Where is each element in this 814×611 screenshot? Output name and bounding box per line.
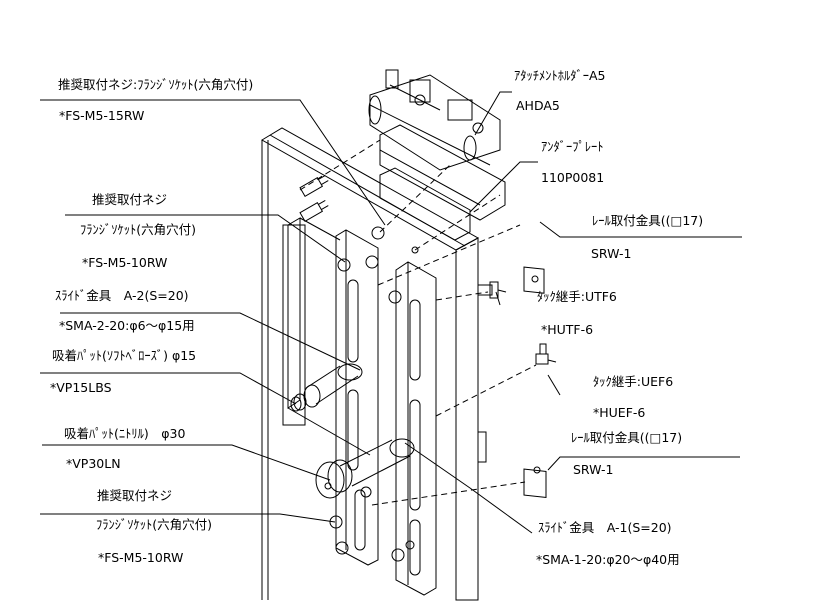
under-plate [379,124,506,241]
mount-screws-bottom [329,486,415,562]
fitting-uef6 [535,343,557,365]
callout-label-screw-15: 推奨取付ネジ:ﾌﾗﾝｼﾞｿｹｯﾄ(六角穴付) [58,77,254,92]
back-plate [261,127,487,601]
callout-label-slide-a2: ｽﾗｲﾄﾞ金具 A-2(S=20) [55,288,189,303]
callout-code-fitting-utf6: *HUTF-6 [541,322,594,337]
mount-screws-top [299,174,419,304]
rail-bracket-lower [523,466,547,498]
suction-pad-15 [290,363,363,412]
callout-label2-screw-10-bottom: ﾌﾗﾝｼﾞｿｹｯﾄ(六角穴付) [96,517,213,532]
fitting-utf6 [477,281,507,299]
callout-label-fitting-uef6: ﾀｯｸ継手:UEF6 [593,374,674,389]
attachment-holder [368,69,501,171]
callout-label-screw-10-top: 推奨取付ネジ [92,192,168,207]
rail-bracket-upper [523,266,545,294]
callout-label-rail-bracket-upper: ﾚｰﾙ取付金具((□17) [592,213,704,228]
leader-lines [40,91,742,534]
callout-code-pad-30: *VP30LN [66,456,121,471]
callout-code-under-plate: 110P0081 [541,170,605,185]
callout-code-slide-a1: *SMA-1-20:φ20～φ40用 [536,552,680,567]
slide-rail-right [395,261,437,596]
assembly-dashed-lines [299,139,537,506]
callout-label-pad-15: 吸着ﾊﾟｯﾄ(ｿﾌﾄﾍﾞﾛｰｽﾞ) φ15 [52,348,197,363]
callout-label-pad-30: 吸着ﾊﾟｯﾄ(ﾆﾄﾘﾙ) φ30 [64,426,186,441]
callout-code-pad-15: *VP15LBS [50,380,112,395]
suction-pad-30 [315,438,415,499]
callout-code-screw-15: *FS-M5-15RW [59,108,145,123]
callout-code-fitting-uef6: *HUEF-6 [593,405,646,420]
callout-label-attachment-holder: ｱﾀｯﾁﾒﾝﾄﾎﾙﾀﾞｰA5 [514,68,606,83]
callout-label-screw-10-bottom: 推奨取付ネジ [97,488,173,503]
callout-label2-screw-10-top: ﾌﾗﾝｼﾞｿｹｯﾄ(六角穴付) [80,222,197,237]
callout-code-rail-bracket-upper: SRW-1 [591,246,632,261]
callout-code-screw-10-bottom: *FS-M5-10RW [98,550,184,565]
slide-rail-left [335,229,379,566]
callout-code-slide-a2: *SMA-2-20:φ6～φ15用 [59,318,195,333]
callout-label-under-plate: ｱﾝﾀﾞｰﾌﾟﾚｰﾄ [541,139,604,154]
callout-code-rail-bracket-lower: SRW-1 [573,462,614,477]
callout-label-rail-bracket-lower: ﾚｰﾙ取付金具((□17) [571,430,683,445]
callout-code-attachment-holder: AHDA5 [516,98,560,113]
callout-label-slide-a1: ｽﾗｲﾄﾞ金具 A-1(S=20) [538,520,672,535]
callout-code-screw-10-top: *FS-M5-10RW [82,255,168,270]
callout-label-fitting-utf6: ﾀｯｸ継手:UTF6 [537,289,617,304]
